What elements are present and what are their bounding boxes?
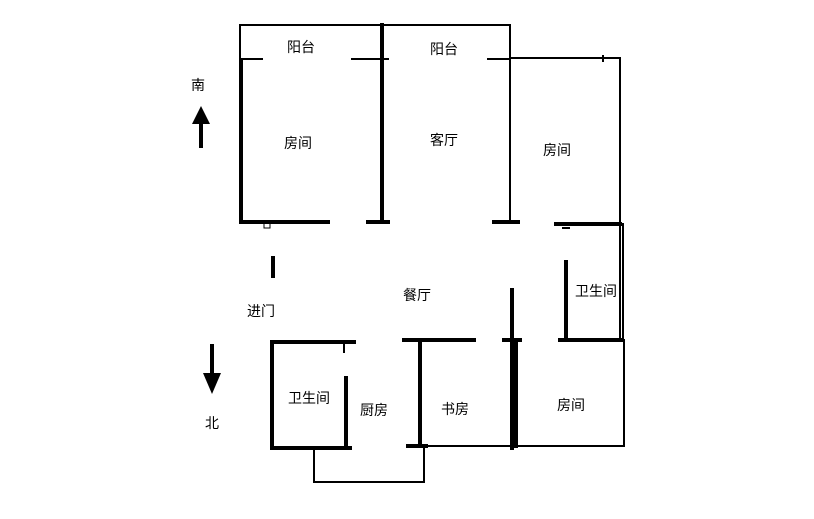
- arrow-up-icon: [192, 106, 210, 148]
- label-study: 书房: [441, 402, 469, 418]
- compass: 南 北: [191, 78, 221, 432]
- label-balcony-left: 阳台: [287, 40, 315, 56]
- label-balcony-right: 阳台: [430, 42, 458, 58]
- label-room-bottom: 房间: [557, 398, 585, 414]
- door-jamb: [263, 222, 271, 229]
- label-room-left: 房间: [284, 136, 312, 152]
- compass-south-label: 南: [191, 78, 205, 94]
- room-labels: 阳台 阳台 房间 客厅 房间 卫生间 餐厅 进门 卫生间 厨房 书房 房间: [247, 40, 617, 419]
- label-dining-room: 餐厅: [403, 288, 431, 304]
- label-bathroom-right: 卫生间: [575, 284, 617, 300]
- walls: [239, 23, 625, 483]
- label-room-right: 房间: [543, 143, 571, 159]
- compass-north-label: 北: [205, 416, 219, 432]
- label-bathroom-bottom: 卫生间: [288, 391, 330, 407]
- label-kitchen: 厨房: [360, 403, 388, 419]
- label-entrance: 进门: [247, 304, 275, 320]
- label-living-room: 客厅: [430, 132, 458, 149]
- arrow-down-icon: [203, 344, 221, 394]
